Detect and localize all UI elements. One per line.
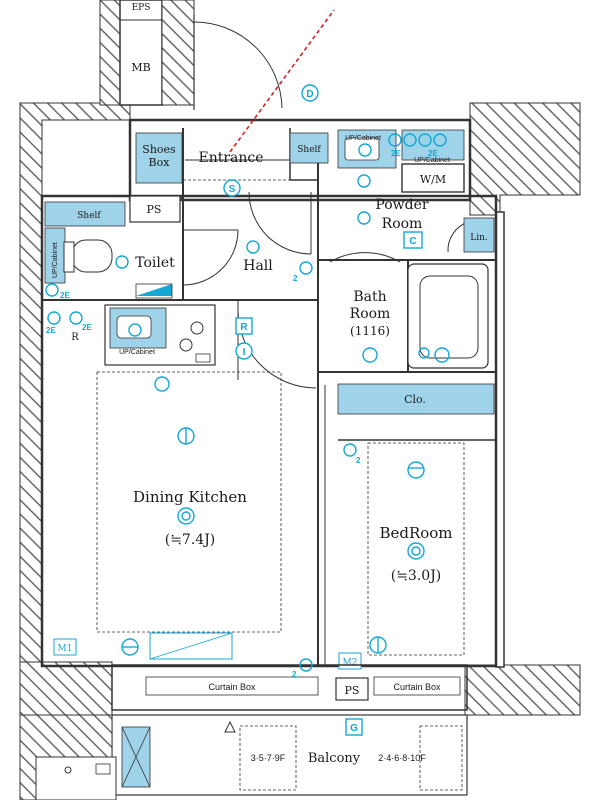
dining-table <box>149 632 233 660</box>
svg-text:BedRoom: BedRoom <box>379 524 452 542</box>
dining-kitchen-label: Dining Kitchen (≒7.4J) <box>133 488 247 548</box>
bedroom-outline <box>367 442 465 656</box>
svg-text:G: G <box>350 723 358 734</box>
svg-text:PS: PS <box>147 203 162 216</box>
svg-text:(1116): (1116) <box>350 324 390 338</box>
svg-text:D: D <box>306 89 313 100</box>
closet: Clo. <box>337 383 495 415</box>
svg-text:S: S <box>229 184 236 195</box>
svg-text:(≒3.0J): (≒3.0J) <box>391 568 442 584</box>
toilet-area: Shelf PS UP/Cabinet Toilet <box>44 195 181 299</box>
entrance-label: Entrance <box>198 150 263 166</box>
svg-text:2E: 2E <box>428 149 438 158</box>
view-line <box>229 9 335 153</box>
svg-text:Clo.: Clo. <box>404 393 426 406</box>
svg-text:3·5·7·9F: 3·5·7·9F <box>251 753 286 763</box>
svg-text:2: 2 <box>293 274 298 283</box>
balcony: 3·5·7·9F Balcony 2·4·6·8·10F <box>19 714 468 800</box>
dining-area-outline <box>96 371 282 633</box>
svg-text:Shoes: Shoes <box>142 143 176 156</box>
kitchen-counter: UP/Cabinet R <box>71 304 216 366</box>
svg-text:Shelf: Shelf <box>77 211 101 221</box>
svg-text:2E: 2E <box>46 326 56 335</box>
svg-text:2: 2 <box>292 670 297 679</box>
svg-text:Dining Kitchen: Dining Kitchen <box>133 488 247 506</box>
svg-text:PS: PS <box>345 684 360 697</box>
shoes-box: Shoes Box <box>135 132 183 184</box>
svg-text:UP/Cabinet: UP/Cabinet <box>345 135 381 142</box>
svg-text:2E: 2E <box>82 323 92 332</box>
svg-text:Room: Room <box>382 216 423 232</box>
eps-label: EPS <box>132 3 151 13</box>
svg-text:Bath: Bath <box>353 289 386 305</box>
svg-text:(≒7.4J): (≒7.4J) <box>165 532 216 548</box>
svg-text:UP/Cabinet: UP/Cabinet <box>52 242 59 278</box>
svg-text:Room: Room <box>350 306 391 322</box>
svg-text:Box: Box <box>149 156 171 169</box>
svg-text:Curtain Box: Curtain Box <box>208 682 256 692</box>
hall-label: Hall <box>243 258 273 274</box>
electrical-symbols: D S C R I G <box>45 84 450 736</box>
svg-text:M2: M2 <box>343 658 358 668</box>
bath-room: Bath Room (1116) <box>350 263 489 369</box>
svg-text:2E: 2E <box>60 291 70 300</box>
toilet-label: Toilet <box>135 255 175 271</box>
svg-text:UP/Cabinet: UP/Cabinet <box>119 349 155 356</box>
svg-text:R: R <box>71 332 79 343</box>
svg-text:UP/Cabinet: UP/Cabinet <box>414 157 450 164</box>
svg-text:I: I <box>243 347 246 358</box>
entry-shelf: Shelf <box>289 132 329 164</box>
svg-text:C: C <box>409 236 416 247</box>
svg-text:2E: 2E <box>391 149 401 158</box>
svg-text:2: 2 <box>356 456 361 465</box>
svg-text:Shelf: Shelf <box>297 145 321 155</box>
svg-text:R: R <box>240 322 248 333</box>
wm-label: W/M <box>420 173 446 186</box>
svg-text:Balcony: Balcony <box>308 751 361 766</box>
svg-text:Curtain Box: Curtain Box <box>393 682 441 692</box>
svg-text:M1: M1 <box>58 644 73 654</box>
powder-room-label: Powder Room <box>375 197 429 232</box>
svg-text:Powder: Powder <box>375 197 429 213</box>
bedroom-label: BedRoom (≒3.0J) <box>379 524 452 584</box>
mb-label: MB <box>131 61 150 74</box>
lin-label: Lin. <box>470 233 488 243</box>
eps-mb-shafts: EPS MB <box>99 0 195 106</box>
svg-text:2·4·6·8·10F: 2·4·6·8·10F <box>378 753 426 763</box>
lower-ps-curtains: PS Curtain Box Curtain Box <box>111 664 468 711</box>
